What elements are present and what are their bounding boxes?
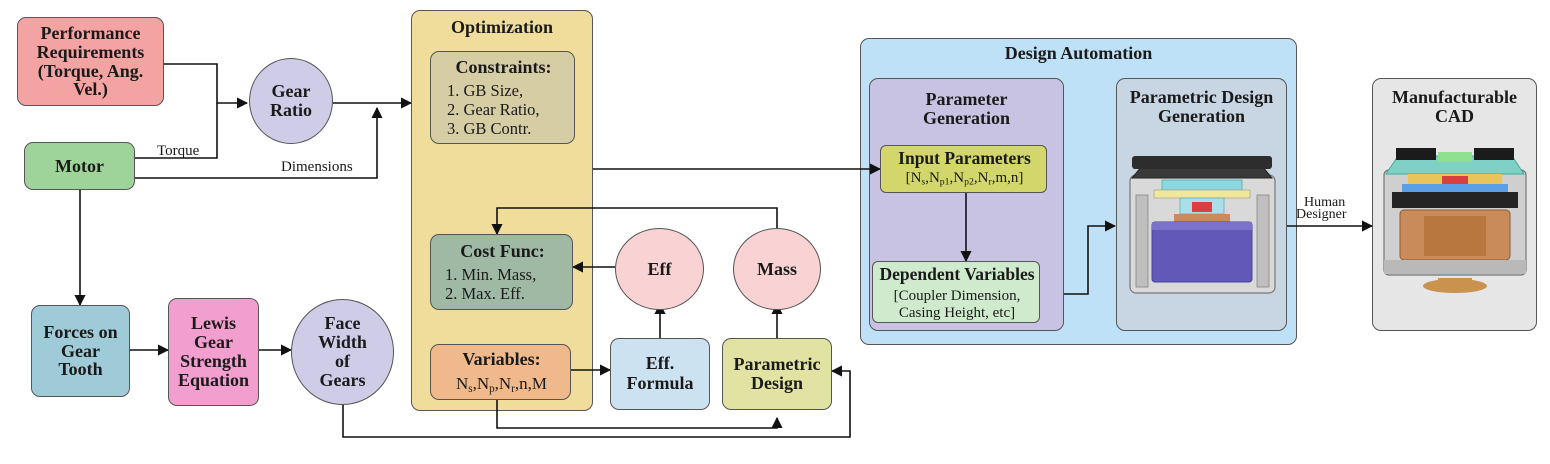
edge-label-torque: Torque xyxy=(157,143,200,159)
edge-mass-to-cost-func xyxy=(491,207,778,236)
performance-requirements-label: Performance Requirements (Torque, Ang. V… xyxy=(36,22,145,100)
edge-perf-to-gear-ratio xyxy=(164,63,249,109)
input-parameters-title: Input Parameters xyxy=(898,148,1031,168)
eff-formula-node: Eff. Formula xyxy=(610,338,710,410)
edge-dependent-to-pdg xyxy=(1064,220,1117,295)
design-automation-title: Design Automation xyxy=(1004,43,1153,63)
manufacturable-cad-title-text: Manufacturable CAD xyxy=(1392,87,1517,126)
input-parameters-node: Input Parameters [Ns,Np1,Np2,Nr,m,n] xyxy=(880,145,1047,193)
motor-node: Motor xyxy=(24,142,135,190)
face-width-node: Face Width of Gears xyxy=(291,299,394,405)
edge-motor-torque xyxy=(135,103,218,159)
edge-face-width-to-param-design xyxy=(342,365,851,438)
performance-requirements-node: Performance Requirements (Torque, Ang. V… xyxy=(17,17,164,106)
lewis-equation-node: Lewis Gear Strength Equation xyxy=(168,298,259,406)
forces-on-gear-tooth-label: Forces on Gear Tooth xyxy=(43,321,118,380)
motor-label: Motor xyxy=(55,155,104,176)
variables-title: Variables: xyxy=(462,349,541,369)
dependent-variables-detail-1: [Coupler Dimension, xyxy=(893,288,1021,304)
eff-label: Eff xyxy=(647,258,672,279)
eff-node: Eff xyxy=(615,228,704,310)
mass-label: Mass xyxy=(757,258,797,279)
cost-func-item-2: 2. Max. Eff. xyxy=(445,284,525,303)
constraints-item-3: 3. GB Contr. xyxy=(447,119,532,138)
parametric-design-generation-title-text: Parametric Design Generation xyxy=(1129,87,1274,126)
parameter-generation-title: Parameter Generation xyxy=(869,90,1064,128)
cost-func-node: Cost Func: 1. Min. Mass, 2. Max. Eff. xyxy=(430,234,573,310)
optimization-title: Optimization xyxy=(451,17,553,37)
constraints-item-2: 2. Gear Ratio, xyxy=(447,100,540,119)
parametric-design-label: Parametric Design xyxy=(733,354,821,393)
parameter-generation-title-text: Parameter Generation xyxy=(923,89,1010,128)
manufacturable-cad-image xyxy=(1383,148,1527,293)
cost-func-item-1: 1. Min. Mass, xyxy=(445,265,537,284)
input-parameters-formula: [Ns,Np1,Np2,Nr,m,n] xyxy=(905,170,1024,188)
forces-on-gear-tooth-node: Forces on Gear Tooth xyxy=(31,305,130,397)
constraints-item-1: 1. GB Size, xyxy=(447,81,524,100)
manufacturable-cad-title: Manufacturable CAD xyxy=(1372,88,1537,126)
edge-label-human: Human xyxy=(1304,195,1346,210)
lewis-equation-label: Lewis Gear Strength Equation xyxy=(177,313,250,390)
variables-formula: Ns,Np,Nr,n,M xyxy=(456,374,547,395)
edge-motor-dimensions xyxy=(135,106,383,179)
variables-node: Variables: Ns,Np,Nr,n,M xyxy=(430,344,571,400)
face-width-label: Face Width of Gears xyxy=(318,313,367,390)
parametric-design-generation-title: Parametric Design Generation xyxy=(1116,88,1287,126)
dependent-variables-title: Dependent Variables xyxy=(879,264,1035,284)
dependent-variables-detail-2: Casing Height, etc] xyxy=(898,305,1016,321)
mass-node: Mass xyxy=(733,228,821,310)
edge-variables-to-param-design xyxy=(496,400,783,429)
constraints-node: Constraints: 1. GB Size, 2. Gear Ratio, … xyxy=(430,51,575,144)
eff-formula-label: Eff. Formula xyxy=(626,353,694,393)
edge-label-designer: Designer xyxy=(1296,207,1347,222)
gear-ratio-node: Gear Ratio xyxy=(249,58,333,144)
cost-func-title: Cost Func: xyxy=(460,241,545,261)
edge-label-dimensions: Dimensions xyxy=(281,159,353,175)
gear-ratio-label: Gear Ratio xyxy=(270,81,312,120)
parametric-design-node: Parametric Design xyxy=(722,338,832,410)
constraints-title: Constraints: xyxy=(455,57,552,77)
parametric-design-cad-image xyxy=(1129,156,1276,294)
dependent-variables-node: Dependent Variables [Coupler Dimension, … xyxy=(872,261,1040,323)
